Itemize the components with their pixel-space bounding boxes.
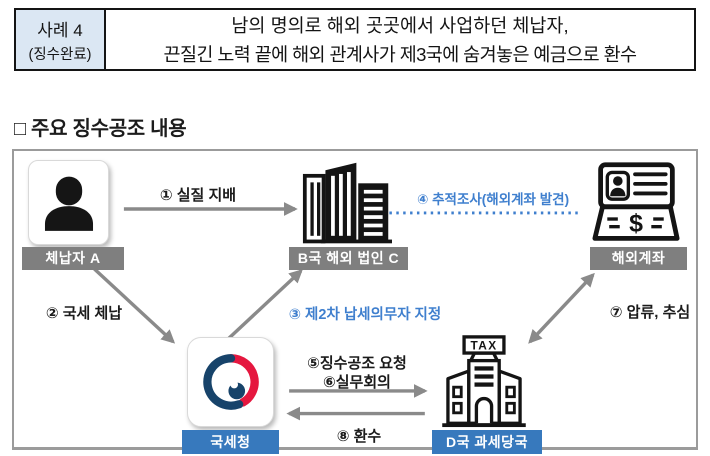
arrow-secondary-taxpayer bbox=[225, 269, 303, 343]
case-summary-line1: 남의 명의로 해외 곳곳에서 사업하던 체납자, bbox=[231, 15, 569, 36]
arrow-tax-delinquency bbox=[93, 267, 176, 344]
tax-office-icon: TAX bbox=[442, 335, 526, 428]
case-status: (징수완료) bbox=[28, 46, 92, 63]
korea-gov-emblem-icon bbox=[202, 354, 259, 410]
case-summary-line2: 끈질긴 노력 끝에 해외 관계사가 제3국에 숨겨놓은 예금으로 환수 bbox=[163, 44, 638, 65]
foreign-corp-label: B국 해외 법인 C bbox=[289, 247, 408, 270]
diagram-arrows-layer bbox=[93, 202, 595, 421]
nts-card bbox=[187, 337, 274, 427]
step8-label: ⑧ 환수 bbox=[336, 428, 382, 445]
buildings-icon bbox=[302, 162, 392, 244]
step5-label: ⑤징수공조 요청 bbox=[307, 355, 407, 372]
foreign-corp-card bbox=[302, 160, 392, 246]
foreign-account-label: 해외계좌 bbox=[590, 247, 687, 270]
tax-authority-label: D국 과세당국 bbox=[432, 430, 542, 454]
step3-label: ③ 제2차 납세의무자 지정 bbox=[288, 307, 442, 323]
section-title: □ 주요 징수공조 내용 bbox=[14, 118, 187, 140]
collection-cooperation-diagram: 체납자 A bbox=[12, 149, 698, 454]
case-summary-table: 사례 4 (징수완료) 남의 명의로 해외 곳곳에서 사업하던 체납자, 끈질긴… bbox=[14, 8, 696, 71]
tax-authority-card: TAX bbox=[440, 335, 528, 428]
step1-label: ① 실질 지배 bbox=[159, 187, 237, 204]
delinquent-card bbox=[28, 160, 109, 245]
step2-label: ② 국세 체납 bbox=[45, 305, 123, 322]
tax-sign-text: TAX bbox=[470, 339, 497, 353]
delinquent-label: 체납자 A bbox=[22, 247, 124, 270]
svg-text:$: $ bbox=[629, 210, 643, 238]
nts-label: 국세청 bbox=[182, 430, 279, 454]
account-book-icon: $ bbox=[592, 162, 680, 241]
step6-label: ⑥실무회의 bbox=[323, 374, 391, 391]
person-icon bbox=[44, 176, 93, 231]
case-summary-cell: 남의 명의로 해외 곳곳에서 사업하던 체납자, 끈질긴 노력 끝에 해외 관계… bbox=[106, 10, 694, 69]
arrow-seizure bbox=[528, 272, 595, 344]
case-label-cell: 사례 4 (징수완료) bbox=[16, 10, 106, 69]
foreign-account-card: $ bbox=[592, 161, 680, 245]
case-number: 사례 4 bbox=[37, 20, 83, 40]
step7-label: ⑦ 압류, 추심 bbox=[609, 304, 691, 321]
step4-label: ④ 추적조사(해외계좌 발견) bbox=[416, 192, 570, 207]
